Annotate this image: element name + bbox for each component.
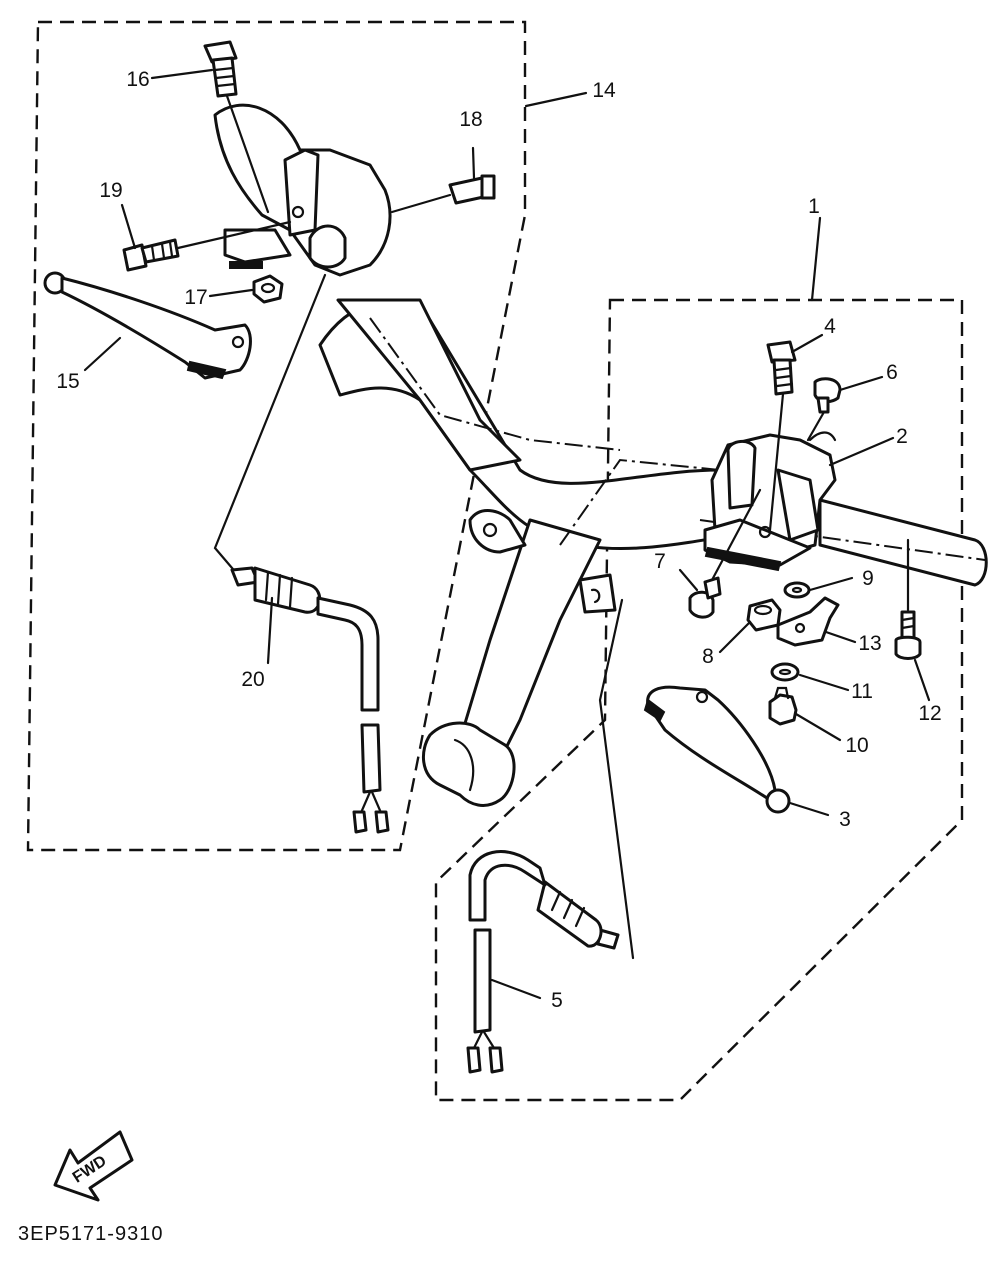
callout-3: 3: [839, 808, 851, 831]
part-11-washer: [770, 662, 800, 682]
part-15-lever: [43, 271, 252, 380]
callout-8: 8: [702, 645, 714, 668]
right-assembly-boundary: [434, 298, 964, 1102]
callout-2: 2: [896, 425, 908, 448]
part-12-screw: [894, 538, 922, 660]
part-8-collar: [746, 598, 782, 632]
callout-17: 17: [184, 286, 207, 309]
callout-9: 9: [862, 567, 874, 590]
callout-19: 19: [99, 179, 122, 202]
callout-14: 14: [592, 79, 616, 102]
callout-4: 4: [824, 315, 836, 338]
part-9-washer: [783, 581, 811, 599]
part-5-switch-cable: [466, 598, 635, 1074]
part-3-lever: [643, 685, 791, 814]
part-18-bolt: [390, 174, 496, 214]
part-19-bolt: [122, 220, 292, 272]
left-assembly-boundary: [26, 20, 527, 852]
callout-5: 5: [551, 989, 563, 1012]
callout-12: 12: [918, 702, 941, 725]
callout-20: 20: [241, 668, 264, 691]
steering-handle: [318, 298, 772, 807]
part-10-nut: [768, 686, 798, 726]
callout-11: 11: [851, 680, 873, 703]
part-16-bolt: [203, 40, 270, 214]
right-lever-holder: [703, 431, 837, 572]
callout-labels: 1 2 3 4 5 6 7 8 9 10 11 12 13 14 15 16 1…: [56, 68, 941, 1012]
part-6-screw: [806, 377, 842, 442]
callout-16: 16: [126, 68, 149, 91]
fwd-arrow-icon: FWD: [53, 1130, 134, 1202]
leader-lines: [83, 68, 931, 1000]
part-7-screw: [688, 488, 762, 619]
part-17-nut: [252, 274, 284, 304]
callout-13: 13: [858, 632, 881, 655]
callout-15: 15: [56, 370, 79, 393]
drawing-code: 3EP5171-9310: [18, 1223, 163, 1245]
part-13-plate: [776, 596, 840, 647]
callout-7: 7: [654, 550, 666, 573]
callout-6: 6: [886, 361, 898, 384]
callout-18: 18: [459, 108, 482, 131]
callout-1: 1: [808, 195, 820, 218]
left-lever-holder: [213, 103, 392, 277]
part-4-bolt: [766, 340, 797, 532]
callout-10: 10: [845, 734, 868, 757]
